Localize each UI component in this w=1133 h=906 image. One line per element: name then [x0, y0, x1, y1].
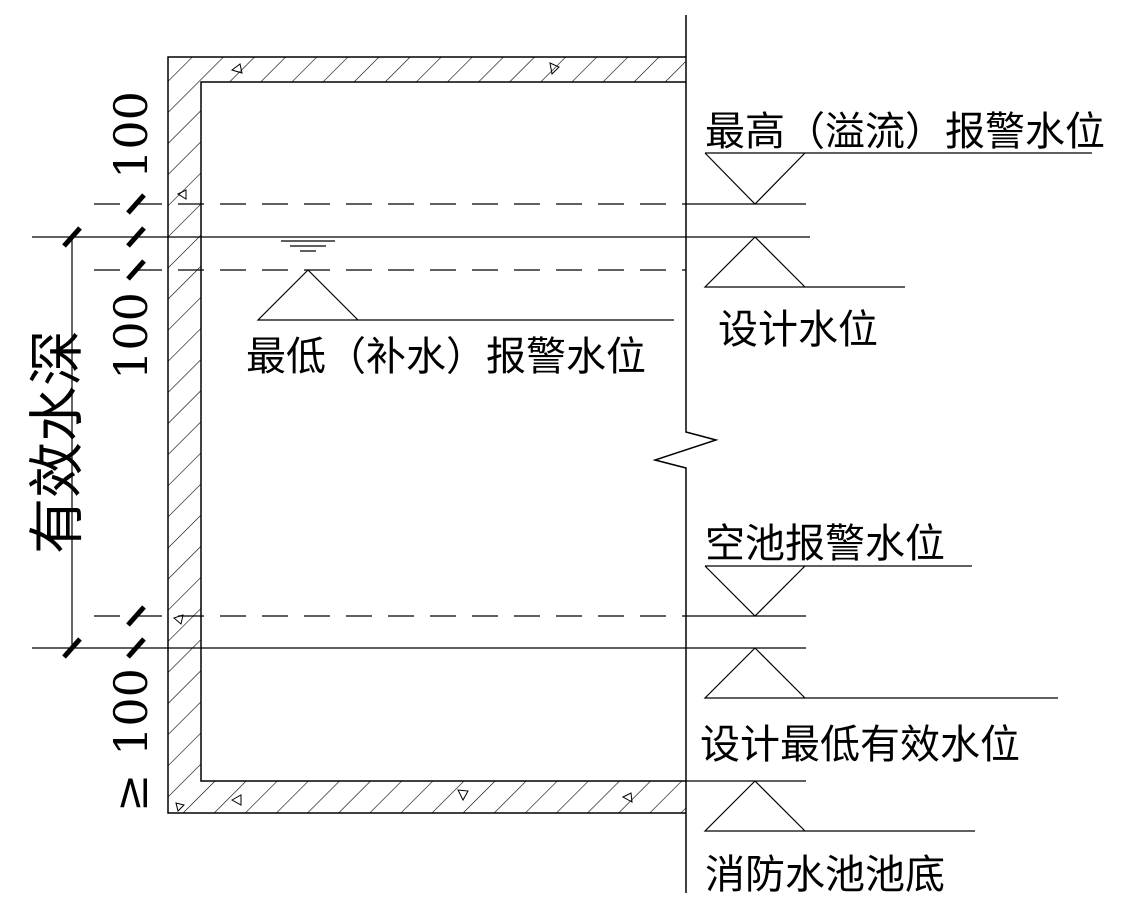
pool-wall [167, 56, 686, 814]
dimension-ticks [126, 193, 146, 659]
dimension-top: 100 [104, 91, 158, 179]
overflow-alarm-label: 最高（溢流）报警水位 [705, 109, 1105, 155]
effective-depth-dimension [62, 226, 82, 659]
aggregate-marks [173, 62, 633, 812]
low-alarm-marker [256, 269, 674, 321]
overflow-marker [704, 152, 1092, 205]
empty-alarm-marker [704, 565, 972, 617]
dimension-bottom-prefix: ≥ [104, 774, 158, 813]
design-min-level-label: 设计最低有效水位 [700, 722, 1020, 768]
level-markers [256, 152, 1092, 832]
break-line [652, 15, 719, 893]
dimension-bottom: 100 [104, 668, 158, 756]
pool-bottom-label: 消防水池池底 [705, 852, 945, 898]
design-min-marker [703, 647, 1058, 699]
effective-depth-label: 有效水深 [26, 330, 91, 554]
empty-alarm-label: 空池报警水位 [705, 521, 945, 567]
dimension-middle: 100 [104, 292, 158, 380]
pool-bottom-marker [703, 780, 975, 832]
low-alarm-label: 最低（补水）报警水位 [246, 334, 646, 380]
water-level-lines [32, 203, 810, 782]
design-level-marker [703, 236, 905, 288]
design-level-label: 设计水位 [718, 307, 878, 353]
water-surface-symbol [281, 240, 335, 252]
